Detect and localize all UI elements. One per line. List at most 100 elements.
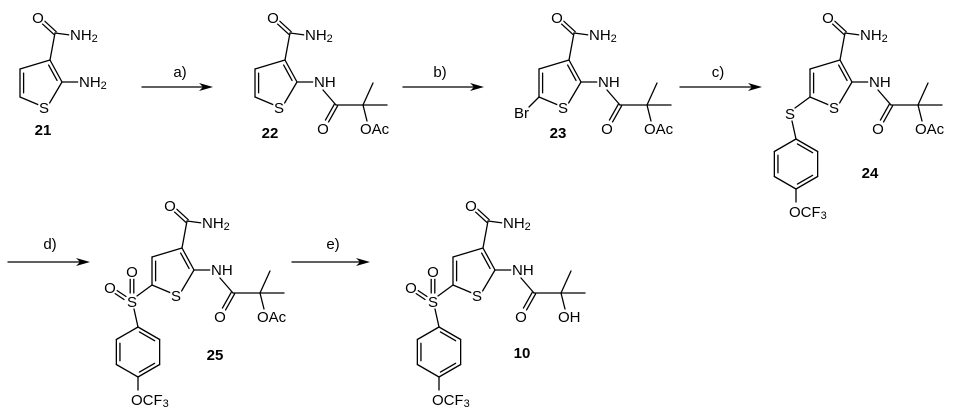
double-bond <box>324 103 336 121</box>
tail-group: OAc <box>360 121 390 138</box>
sulfonyl-oxygen: O <box>104 280 116 297</box>
bond <box>437 284 454 297</box>
acyl-oxygen-text: O <box>601 121 613 138</box>
double-bond <box>482 247 496 271</box>
carboxamide-nh2-subscript: 2 <box>327 33 333 45</box>
reaction-arrow-step-4: d) <box>7 236 90 266</box>
thiophene-sulfur-text: S <box>39 100 49 117</box>
bond <box>434 308 440 328</box>
step-label-text: d) <box>43 236 56 253</box>
step-label-text: b) <box>433 64 446 81</box>
carboxamide-nh2-subscript: 2 <box>92 33 98 45</box>
carboxamide-nh2-subscript: 2 <box>224 221 230 233</box>
double-bond <box>137 363 161 378</box>
sulfonyl-oxygen-text: O <box>104 280 116 297</box>
carbonyl-oxygen: O <box>465 198 477 215</box>
bond <box>49 32 56 61</box>
thiophene-sulfur-text: S <box>274 100 284 117</box>
sulfonyl-oxygen: O <box>405 280 417 297</box>
bond <box>19 96 40 106</box>
thiophene-sulfur-text: S <box>472 288 482 305</box>
carboxamide-nh2-text: NH <box>202 215 224 232</box>
trifluoromethoxy-group-subscript: 3 <box>163 398 169 410</box>
acyl-oxygen-text: O <box>872 121 884 138</box>
bond <box>19 59 51 70</box>
double-bond <box>833 20 847 33</box>
acyl-oxygen-text: O <box>214 309 226 326</box>
thiophene-sulfur: S <box>171 288 181 305</box>
bond <box>259 270 271 294</box>
step-label: e) <box>326 236 339 253</box>
carbonyl-oxygen: O <box>822 10 834 27</box>
amide-nh: NH <box>211 262 233 279</box>
step-label-text: c) <box>712 64 725 81</box>
compound-number-text: 22 <box>262 125 279 142</box>
bond <box>482 220 489 249</box>
amide-nh-text: NH <box>314 74 336 91</box>
double-bond <box>476 208 490 221</box>
bromine-text: Br <box>514 105 529 122</box>
bond <box>289 32 306 36</box>
compound-number-text: 25 <box>207 347 224 364</box>
double-bond <box>137 326 161 341</box>
compound-number: 21 <box>35 122 52 139</box>
double-bond <box>41 22 55 35</box>
bond <box>186 220 203 224</box>
bond <box>133 308 139 328</box>
bond <box>362 104 368 122</box>
carbonyl-oxygen: O <box>32 10 44 27</box>
compound-number: 25 <box>207 347 224 364</box>
step-label: b) <box>433 64 446 81</box>
amide-nh: NH <box>314 74 336 91</box>
arrow-head-icon <box>748 83 762 91</box>
carbonyl-oxygen-text: O <box>551 10 563 27</box>
double-bond <box>276 22 290 35</box>
bond <box>773 175 797 190</box>
acyl-oxygen-text: O <box>317 121 329 138</box>
step-label: c) <box>712 64 725 81</box>
bond <box>219 277 234 294</box>
double-bond <box>284 59 298 83</box>
bond <box>606 89 621 106</box>
bond <box>838 81 853 105</box>
amide-nh: NH <box>869 74 891 91</box>
double-bond <box>839 59 853 83</box>
double-bond-inner <box>439 362 457 373</box>
amide-nh-text: NH <box>598 74 620 91</box>
arrow-head-icon <box>199 83 213 91</box>
thiophene-sulfur: S <box>472 288 482 305</box>
bond <box>573 32 590 36</box>
carboxamide-nh2-text: NH <box>305 27 327 44</box>
acyl-oxygen: O <box>872 121 884 138</box>
step-label-text: e) <box>326 236 339 253</box>
carboxamide-nh2-text: NH <box>589 27 611 44</box>
acyl-oxygen-text: O <box>515 309 527 326</box>
sulfonyl-sulfur: S <box>428 294 438 311</box>
carbonyl-oxygen-text: O <box>822 10 834 27</box>
double-bond <box>562 20 576 33</box>
thiophene-sulfur-text: S <box>558 100 568 117</box>
carboxamide-nh2-text: NH <box>70 27 92 44</box>
bond <box>362 82 374 106</box>
bond <box>538 96 559 106</box>
thiophene-sulfur-text: S <box>829 100 839 117</box>
tail-group-text: OAc <box>360 121 390 138</box>
bond <box>917 82 929 106</box>
thiophene-sulfur: S <box>39 100 49 117</box>
thiophene-sulfur: S <box>558 100 568 117</box>
tail-group-text: OAc <box>257 309 287 326</box>
carbonyl-oxygen: O <box>267 10 279 27</box>
double-bond <box>278 20 292 33</box>
bond <box>115 363 139 378</box>
carbonyl-oxygen-text: O <box>32 10 44 27</box>
carboxamide-nh2: NH2 <box>589 27 617 46</box>
double-bond-inner <box>138 331 156 342</box>
arrow-head-icon <box>470 83 484 91</box>
double-bond <box>224 293 236 311</box>
